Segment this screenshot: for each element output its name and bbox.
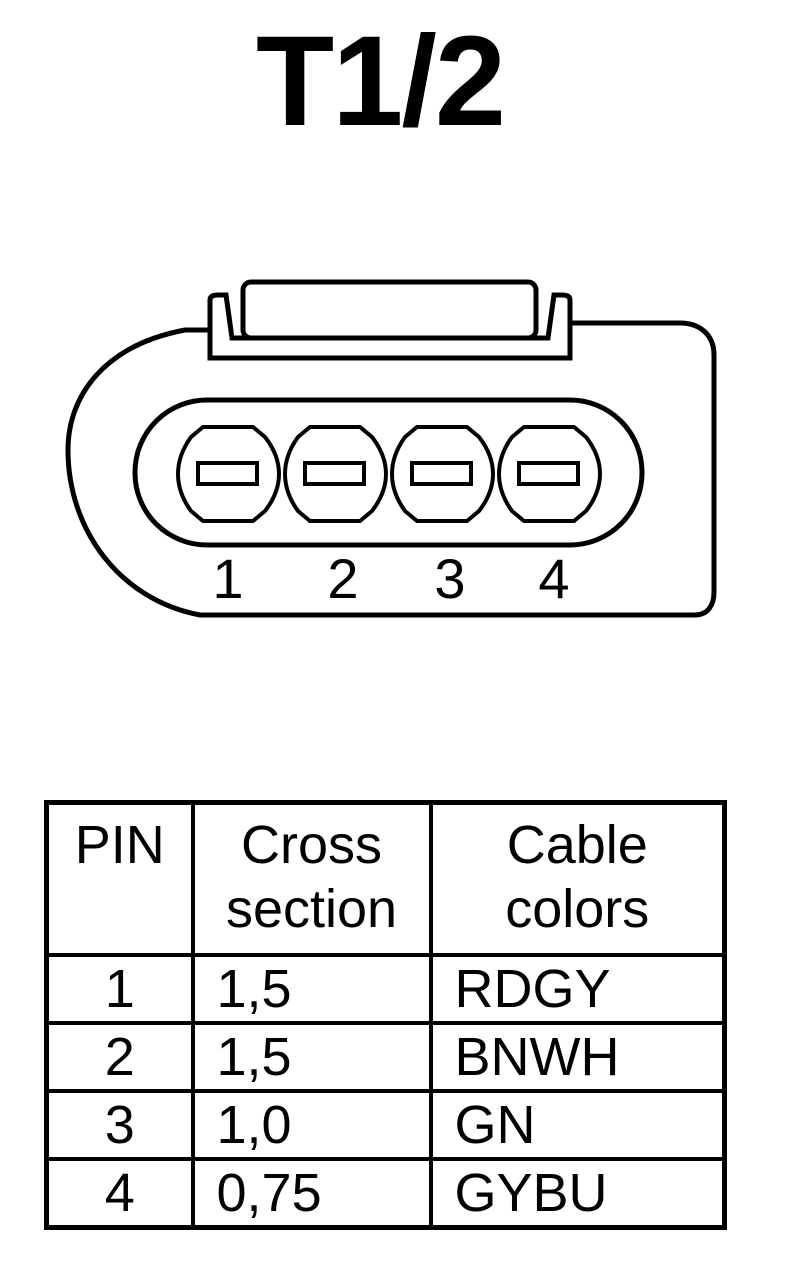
cell-cross-section: 0,75 — [190, 1157, 433, 1230]
latch-tab — [240, 279, 539, 341]
connector-housing — [65, 320, 717, 618]
pin-4 — [496, 425, 603, 523]
pin-2 — [282, 425, 389, 523]
pin-number-1: 1 — [212, 547, 243, 610]
header-pin: PIN — [44, 800, 195, 957]
cell-pin: 3 — [44, 1089, 195, 1161]
table-row: 2 1,5 BNWH — [44, 1021, 727, 1093]
header-cable-colors: Cable colors — [428, 800, 727, 957]
cell-cross-section: 1,5 — [190, 1021, 433, 1093]
cell-cable-color: GN — [428, 1089, 727, 1161]
pin-number-4: 4 — [538, 547, 569, 610]
header-cross-section: Cross section — [190, 800, 433, 957]
cell-pin: 4 — [44, 1157, 195, 1230]
table-header-row: PIN Cross section Cable colors — [44, 800, 727, 957]
pin-number-2: 2 — [327, 547, 358, 610]
cell-pin: 2 — [44, 1021, 195, 1093]
cell-cross-section: 1,0 — [190, 1089, 433, 1161]
cell-cross-section: 1,5 — [190, 953, 433, 1025]
cell-cable-color: RDGY — [428, 953, 727, 1025]
pin-3 — [389, 425, 496, 523]
table-row: 3 1,0 GN — [44, 1089, 727, 1161]
pin-number-3: 3 — [434, 547, 465, 610]
cell-cable-color: GYBU — [428, 1157, 727, 1230]
table-row: 1 1,5 RDGY — [44, 953, 727, 1025]
connector-diagram: 1 2 3 4 — [65, 279, 717, 618]
cell-cable-color: BNWH — [428, 1021, 727, 1093]
pin-assignment-table: PIN Cross section Cable colors 1 1,5 RDG… — [44, 800, 727, 1230]
pin-cavity — [132, 397, 645, 548]
connector-title: T1/2 — [255, 10, 506, 153]
pin-1 — [175, 425, 282, 523]
cell-pin: 1 — [44, 953, 195, 1025]
table-row: 4 0,75 GYBU — [44, 1157, 727, 1230]
